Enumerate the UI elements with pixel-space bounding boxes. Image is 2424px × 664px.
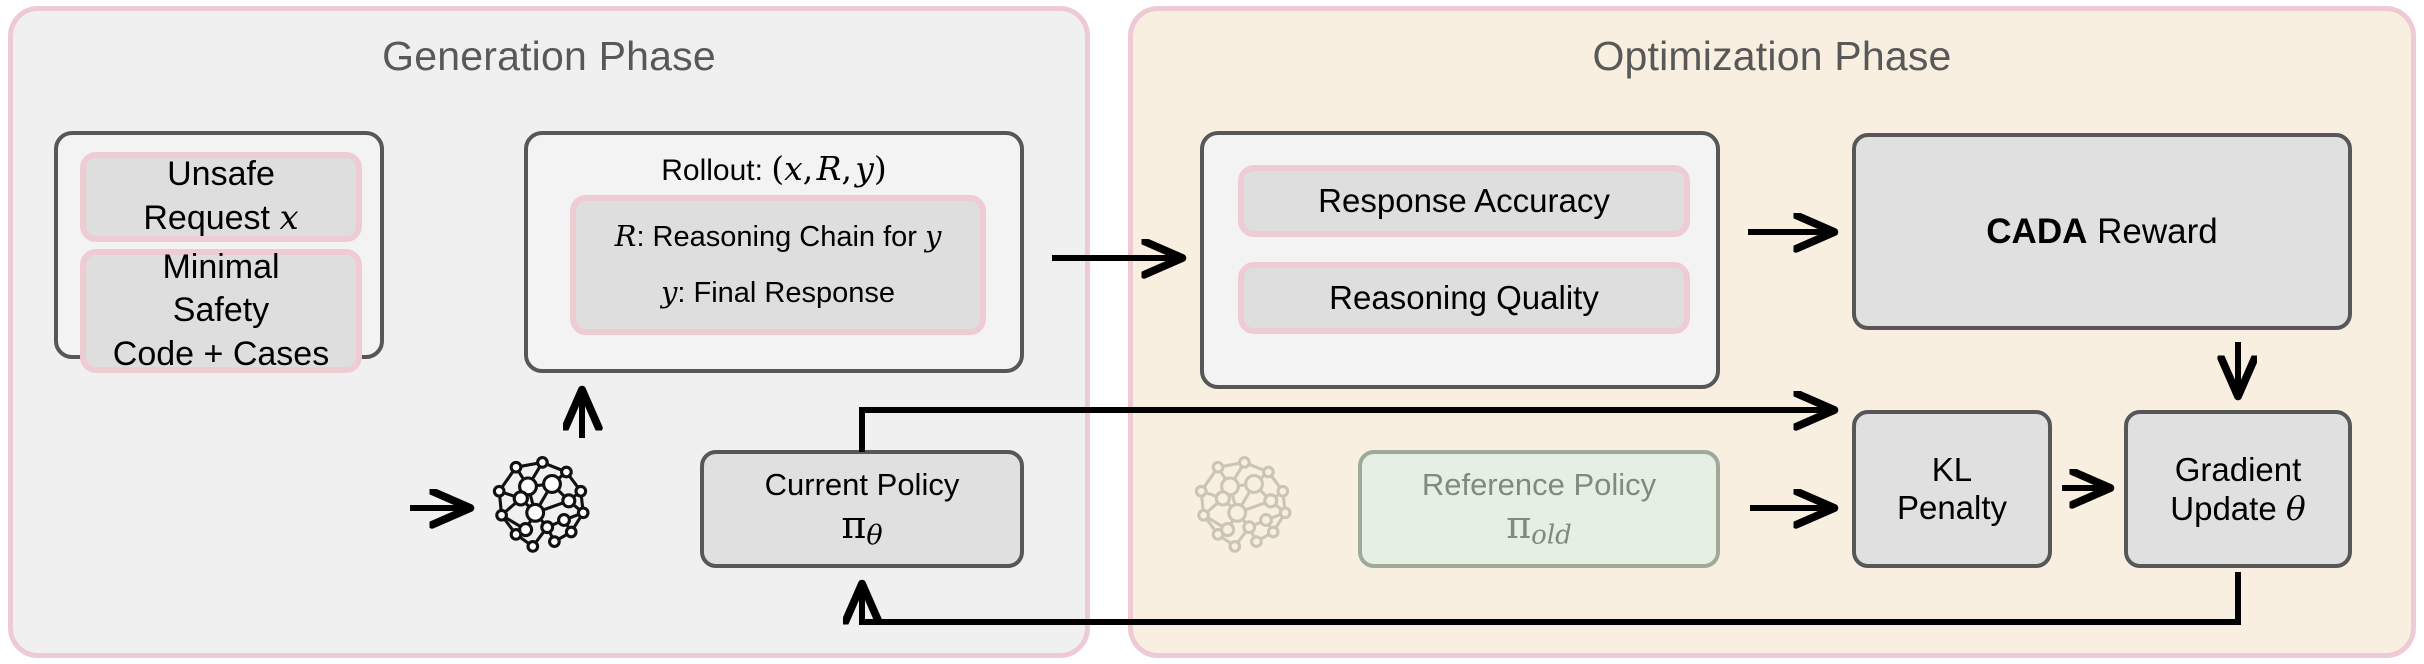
unsafe-request-symbol-x: x xyxy=(279,198,299,238)
rollout-line1-text: : Reasoning Chain for xyxy=(636,220,925,253)
reward-components-card: Response Accuracy Reasoning Quality xyxy=(1200,131,1720,389)
cada-reward-bold: CADA xyxy=(1986,211,2088,251)
inputs-card: Unsafe Request x Minimal Safety Code + C… xyxy=(54,131,384,373)
minimal-line3: Code + Cases xyxy=(112,334,330,373)
rollout-line2-text: : Final Response xyxy=(677,277,895,309)
unsafe-request-line2-prefix: Request xyxy=(143,199,280,237)
reference-policy-symbol: π xyxy=(1506,503,1532,548)
rollout-tuple: (x, R, y) xyxy=(771,149,887,188)
cada-reward-card: CADA Reward xyxy=(1852,133,2352,330)
rollout-line2-symbol: y xyxy=(660,275,678,309)
reasoning-quality-label: Reasoning Quality xyxy=(1329,278,1599,316)
rollout-header: Rollout: (x, R, y) xyxy=(528,149,1020,188)
current-policy-subscript: θ xyxy=(866,519,883,551)
unsafe-request-pill: Unsafe Request x xyxy=(80,152,362,242)
minimal-safety-pill: Minimal Safety Code + Cases xyxy=(80,247,362,373)
reasoning-quality-pill: Reasoning Quality xyxy=(1238,262,1690,334)
rollout-line1-symbol: R xyxy=(614,218,637,253)
rollout-line1-tail: y xyxy=(925,218,942,253)
response-accuracy-label: Response Accuracy xyxy=(1318,181,1610,219)
gradient-update-line1: Gradient xyxy=(2174,450,2302,488)
rollout-header-prefix: Rollout: xyxy=(661,154,772,187)
minimal-line1: Minimal xyxy=(162,247,280,286)
gradient-update-card: Gradient Update θ xyxy=(2124,410,2352,568)
neural-network-brain-icon xyxy=(480,448,600,568)
current-policy-symbol: π xyxy=(841,503,867,548)
unsafe-request-line1: Unsafe xyxy=(167,155,275,194)
optimization-phase-title: Optimization Phase xyxy=(1592,33,1952,79)
current-policy-card: Current Policy πθ xyxy=(700,450,1024,568)
rollout-card: Rollout: (x, R, y) R: Reasoning Chain fo… xyxy=(524,131,1024,373)
minimal-line2: Safety xyxy=(172,291,270,330)
cada-reward-rest: Reward xyxy=(2087,211,2218,251)
neural-network-brain-icon-faded xyxy=(1182,448,1302,568)
current-policy-label: Current Policy xyxy=(764,467,960,503)
kl-penalty-line2: Penalty xyxy=(1896,489,2008,526)
rollout-detail-pill: R: Reasoning Chain for y y: Final Respon… xyxy=(570,195,986,335)
gradient-update-symbol: θ xyxy=(2285,488,2306,528)
reference-policy-subscript: old xyxy=(1531,520,1572,551)
generation-phase-title: Generation Phase xyxy=(382,33,716,79)
gradient-update-line2-prefix: Update xyxy=(2170,489,2286,527)
reference-policy-label: Reference Policy xyxy=(1421,467,1657,503)
kl-penalty-card: KL Penalty xyxy=(1852,410,2052,568)
kl-penalty-line1: KL xyxy=(1931,451,1973,488)
response-accuracy-pill: Response Accuracy xyxy=(1238,165,1690,237)
reference-policy-card: Reference Policy πold xyxy=(1358,450,1720,568)
